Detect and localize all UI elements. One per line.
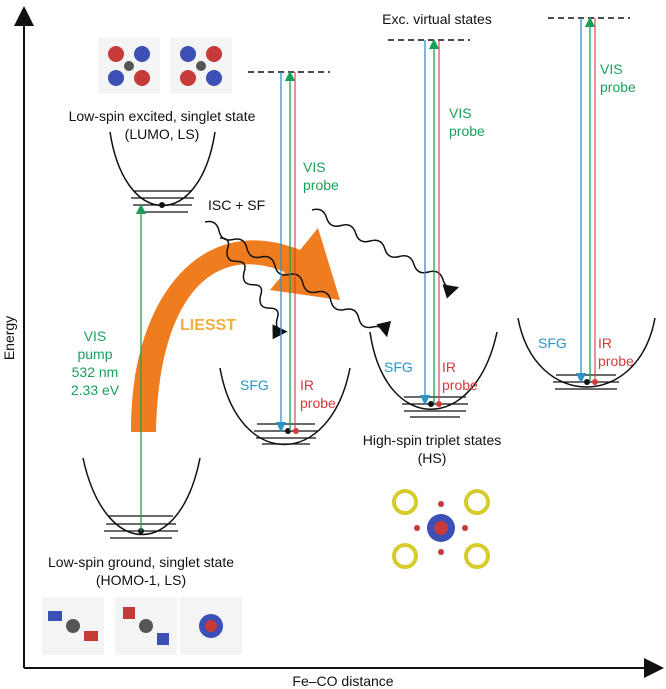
ir-probe-label-2: IR — [442, 359, 456, 375]
svg-text:VIS: VIS — [84, 328, 107, 344]
ir-probe-sublabel-2: probe — [442, 377, 478, 393]
hs-molecule-image — [392, 489, 490, 569]
homo-orbital-images — [42, 597, 242, 655]
x-axis-label: Fe–CO distance — [292, 673, 393, 689]
orbital-image-homo-2 — [115, 597, 177, 655]
pump-label: VIS pump 532 nm 2.33 eV — [71, 328, 120, 398]
vis-probe-label-3: VIS — [600, 61, 623, 77]
sfg-label-2: SFG — [384, 359, 413, 375]
orbital-image-homo-3 — [180, 597, 242, 655]
svg-text:pump: pump — [77, 346, 112, 362]
vis-probe-sublabel-2: probe — [449, 123, 485, 139]
ir-probe-label-3: IR — [598, 335, 612, 351]
vis-probe-label-2: VIS — [449, 105, 472, 121]
ir-probe-sublabel-3: probe — [598, 353, 634, 369]
high-spin-label: High-spin triplet states — [363, 432, 502, 448]
ground-state-sublabel: (HOMO-1, LS) — [96, 572, 186, 588]
liesst-arrow: LIESST — [130, 228, 340, 432]
hs-well-2 — [369, 331, 498, 418]
high-spin-sublabel: (HS) — [418, 450, 447, 466]
sfg-label-3: SFG — [538, 335, 567, 351]
vis-probe-label-1: VIS — [303, 159, 326, 175]
vis-probe-sublabel-1: probe — [303, 177, 339, 193]
excited-state-label: Low-spin excited, singlet state — [69, 108, 256, 124]
orbital-image-lumo-2 — [170, 38, 232, 94]
virtual-states-label: Exc. virtual states — [382, 11, 492, 27]
orbital-image-homo-1 — [42, 597, 104, 655]
ir-probe-sublabel-1: probe — [300, 395, 336, 411]
lumo-orbital-images — [98, 38, 232, 94]
axes: Energy Fe–CO distance — [1, 6, 664, 689]
y-axis-label: Energy — [1, 316, 17, 360]
orbital-image-lumo-1 — [98, 38, 160, 94]
isc-label: ISC + SF — [208, 197, 265, 213]
vis-probe-sublabel-3: probe — [600, 79, 636, 95]
liesst-label: LIESST — [180, 317, 236, 334]
ground-state-label: Low-spin ground, singlet state — [48, 554, 234, 570]
hs-well-3 — [517, 317, 656, 390]
ir-probe-label-1: IR — [300, 377, 314, 393]
svg-text:2.33 eV: 2.33 eV — [71, 382, 120, 398]
excited-state-sublabel: (LUMO, LS) — [125, 126, 200, 142]
sfg-label-1: SFG — [240, 377, 269, 393]
excited-state-well — [109, 131, 216, 213]
svg-text:532 nm: 532 nm — [72, 364, 119, 380]
